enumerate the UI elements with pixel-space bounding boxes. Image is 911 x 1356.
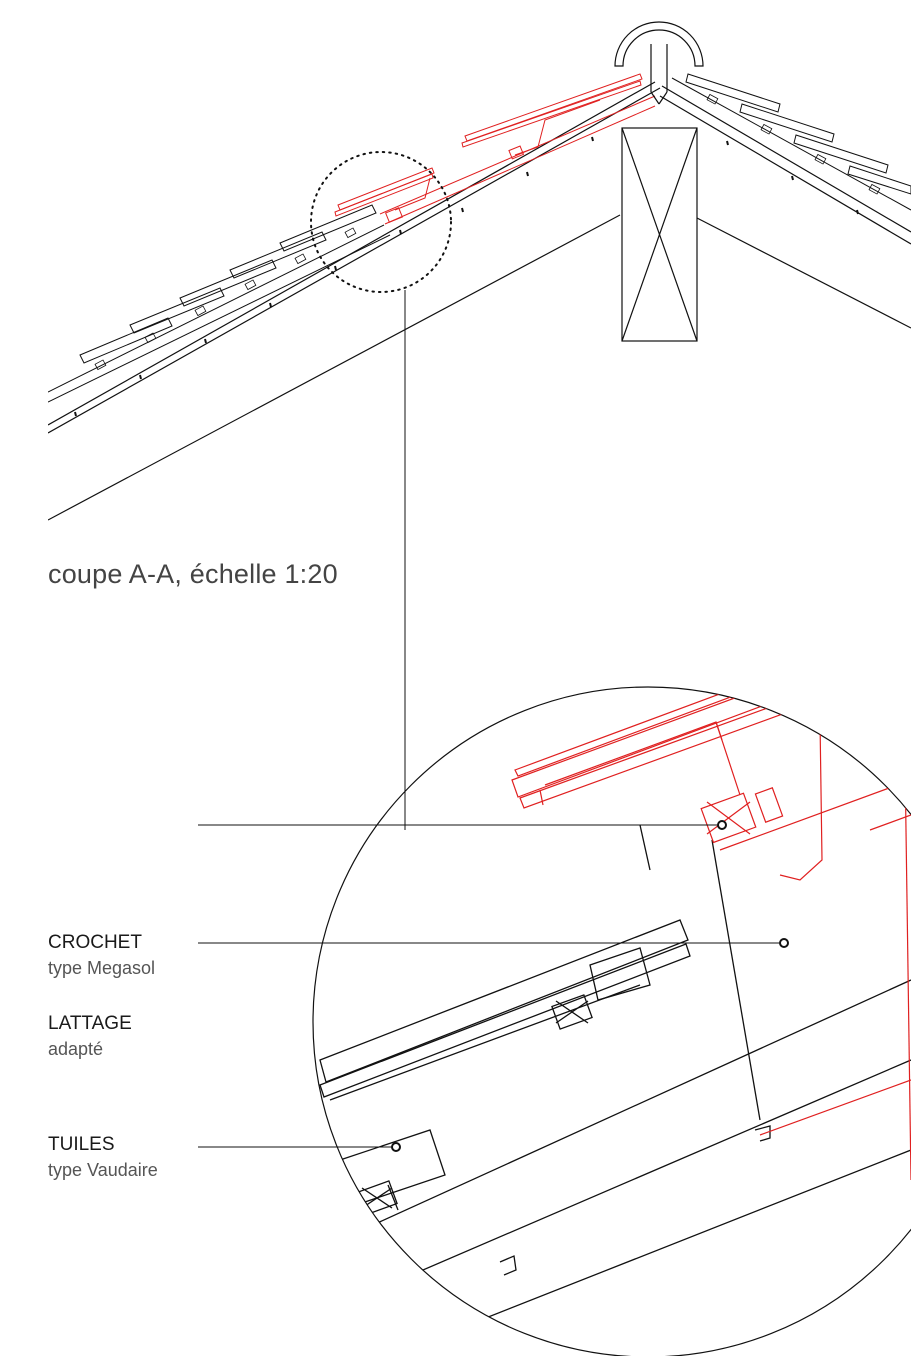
label-tuiles-subtitle: type Vaudaire — [48, 1160, 158, 1180]
detail-rafter — [329, 839, 911, 1341]
detail-tiles — [319, 824, 691, 1211]
label-lattage-title: LATTAGE — [48, 1013, 132, 1034]
label-tuiles-title: TUILES — [48, 1134, 115, 1155]
label-crochet-subtitle: type Megasol — [48, 958, 156, 978]
callout-leaders — [198, 820, 789, 1152]
ridge — [614, 21, 704, 105]
detail-enlarged — [319, 687, 911, 1341]
right-tiles — [671, 73, 911, 215]
label-crochet-title: CROCHET — [48, 932, 142, 953]
detail-circle — [312, 686, 911, 1356]
section-caption: coupe A-A, échelle 1:20 — [48, 559, 338, 589]
detail-marker — [310, 151, 452, 293]
label-lattage: LATTAGE adapté — [48, 1012, 132, 1062]
left-tiles — [48, 136, 594, 417]
solar-panels-red — [334, 73, 656, 225]
marker-crochet — [779, 938, 789, 948]
label-crochet: CROCHET type Megasol — [48, 931, 155, 981]
marker-lattage — [717, 820, 727, 830]
roof-overview — [48, 21, 911, 521]
ridge-beam — [621, 127, 698, 342]
label-lattage-subtitle: adapté — [48, 1039, 104, 1059]
detail-solar-red — [511, 687, 911, 1181]
label-tuiles: TUILES type Vaudaire — [48, 1133, 158, 1183]
detail-battens — [356, 994, 593, 1216]
marker-tuiles — [391, 1142, 401, 1152]
